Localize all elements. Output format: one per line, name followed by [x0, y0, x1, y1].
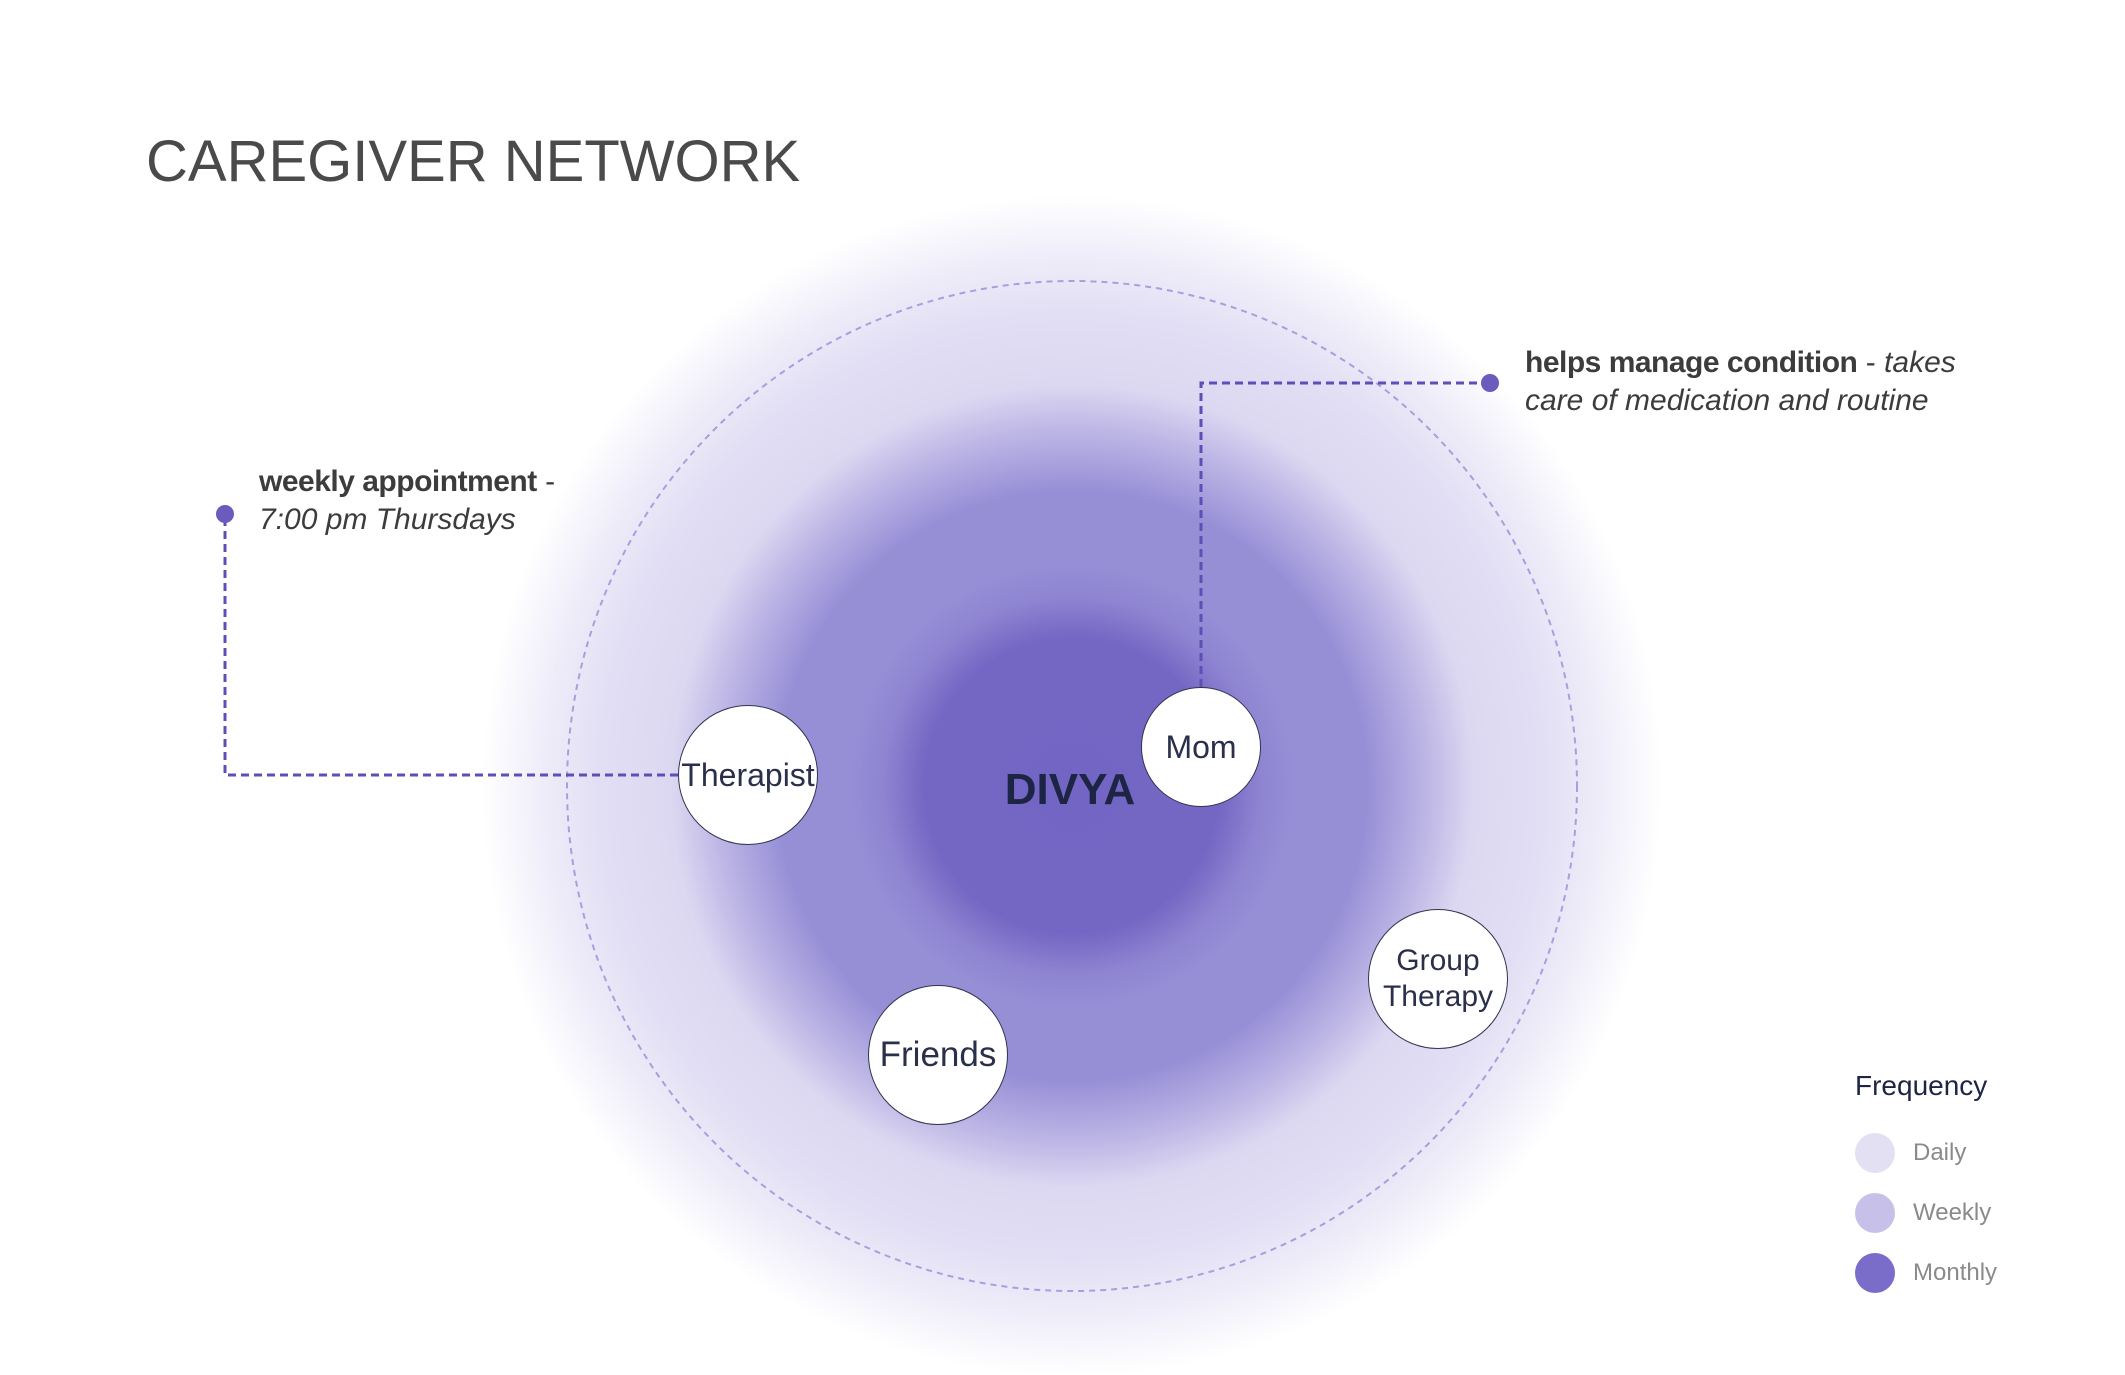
mom-annotation-bold: helps manage condition: [1525, 346, 1858, 379]
therapist-annotation-bold: weekly appointment: [259, 465, 537, 498]
legend-swatch-weekly: [1855, 1193, 1895, 1233]
mom-connector-dot: [1481, 374, 1499, 392]
node-friends-label: Friends: [879, 1035, 997, 1074]
node-group-therapy-label: Group Therapy: [1382, 944, 1494, 1013]
mom-annotation-line2: care of medication and routine: [1525, 382, 1956, 420]
therapist-connector: [223, 514, 678, 777]
legend-item-daily: Daily: [1855, 1132, 1966, 1174]
node-group-therapy[interactable]: Group Therapy: [1368, 909, 1508, 1049]
legend-item-monthly: Monthly: [1855, 1252, 1997, 1294]
legend-label-weekly: Weekly: [1913, 1199, 1992, 1226]
mom-annotation-italic-2: care of medication and routine: [1525, 384, 1929, 417]
therapist-annotation-line2: 7:00 pm Thursdays: [259, 501, 555, 539]
frequency-gradient: [482, 196, 1662, 1375]
legend-label-daily: Daily: [1913, 1139, 1967, 1166]
center-person-label: DIVYA: [1004, 765, 1136, 814]
page-title: CAREGIVER NETWORK: [146, 129, 801, 194]
legend-label-monthly: Monthly: [1913, 1259, 1998, 1286]
legend-swatch-daily: [1855, 1133, 1895, 1173]
mom-annotation-line1: helps manage condition - takes: [1525, 344, 1956, 382]
therapist-annotation-line1: weekly appointment -: [259, 463, 555, 501]
node-friends[interactable]: Friends: [868, 985, 1008, 1125]
legend-swatch-monthly: [1855, 1253, 1895, 1293]
outer-dashed-ring: [566, 280, 1578, 1292]
node-mom-label: Mom: [1165, 728, 1237, 765]
mom-annotation-italic-1: takes: [1884, 346, 1956, 379]
therapist-annotation: weekly appointment - 7:00 pm Thursdays: [259, 463, 555, 539]
legend-item-weekly: Weekly: [1855, 1192, 1991, 1234]
mom-annotation: helps manage condition - takes care of m…: [1525, 344, 1956, 420]
legend-title: Frequency: [1855, 1070, 1988, 1101]
mom-annotation-separator: -: [1857, 346, 1885, 379]
therapist-annotation-separator: -: [536, 465, 556, 498]
mom-connector: [1199, 381, 1490, 687]
node-therapist[interactable]: Therapist: [678, 705, 818, 845]
therapist-connector-dot: [216, 505, 234, 523]
node-therapist-label: Therapist: [681, 756, 815, 793]
therapist-annotation-italic: 7:00 pm Thursdays: [259, 503, 516, 536]
node-mom[interactable]: Mom: [1141, 687, 1261, 807]
